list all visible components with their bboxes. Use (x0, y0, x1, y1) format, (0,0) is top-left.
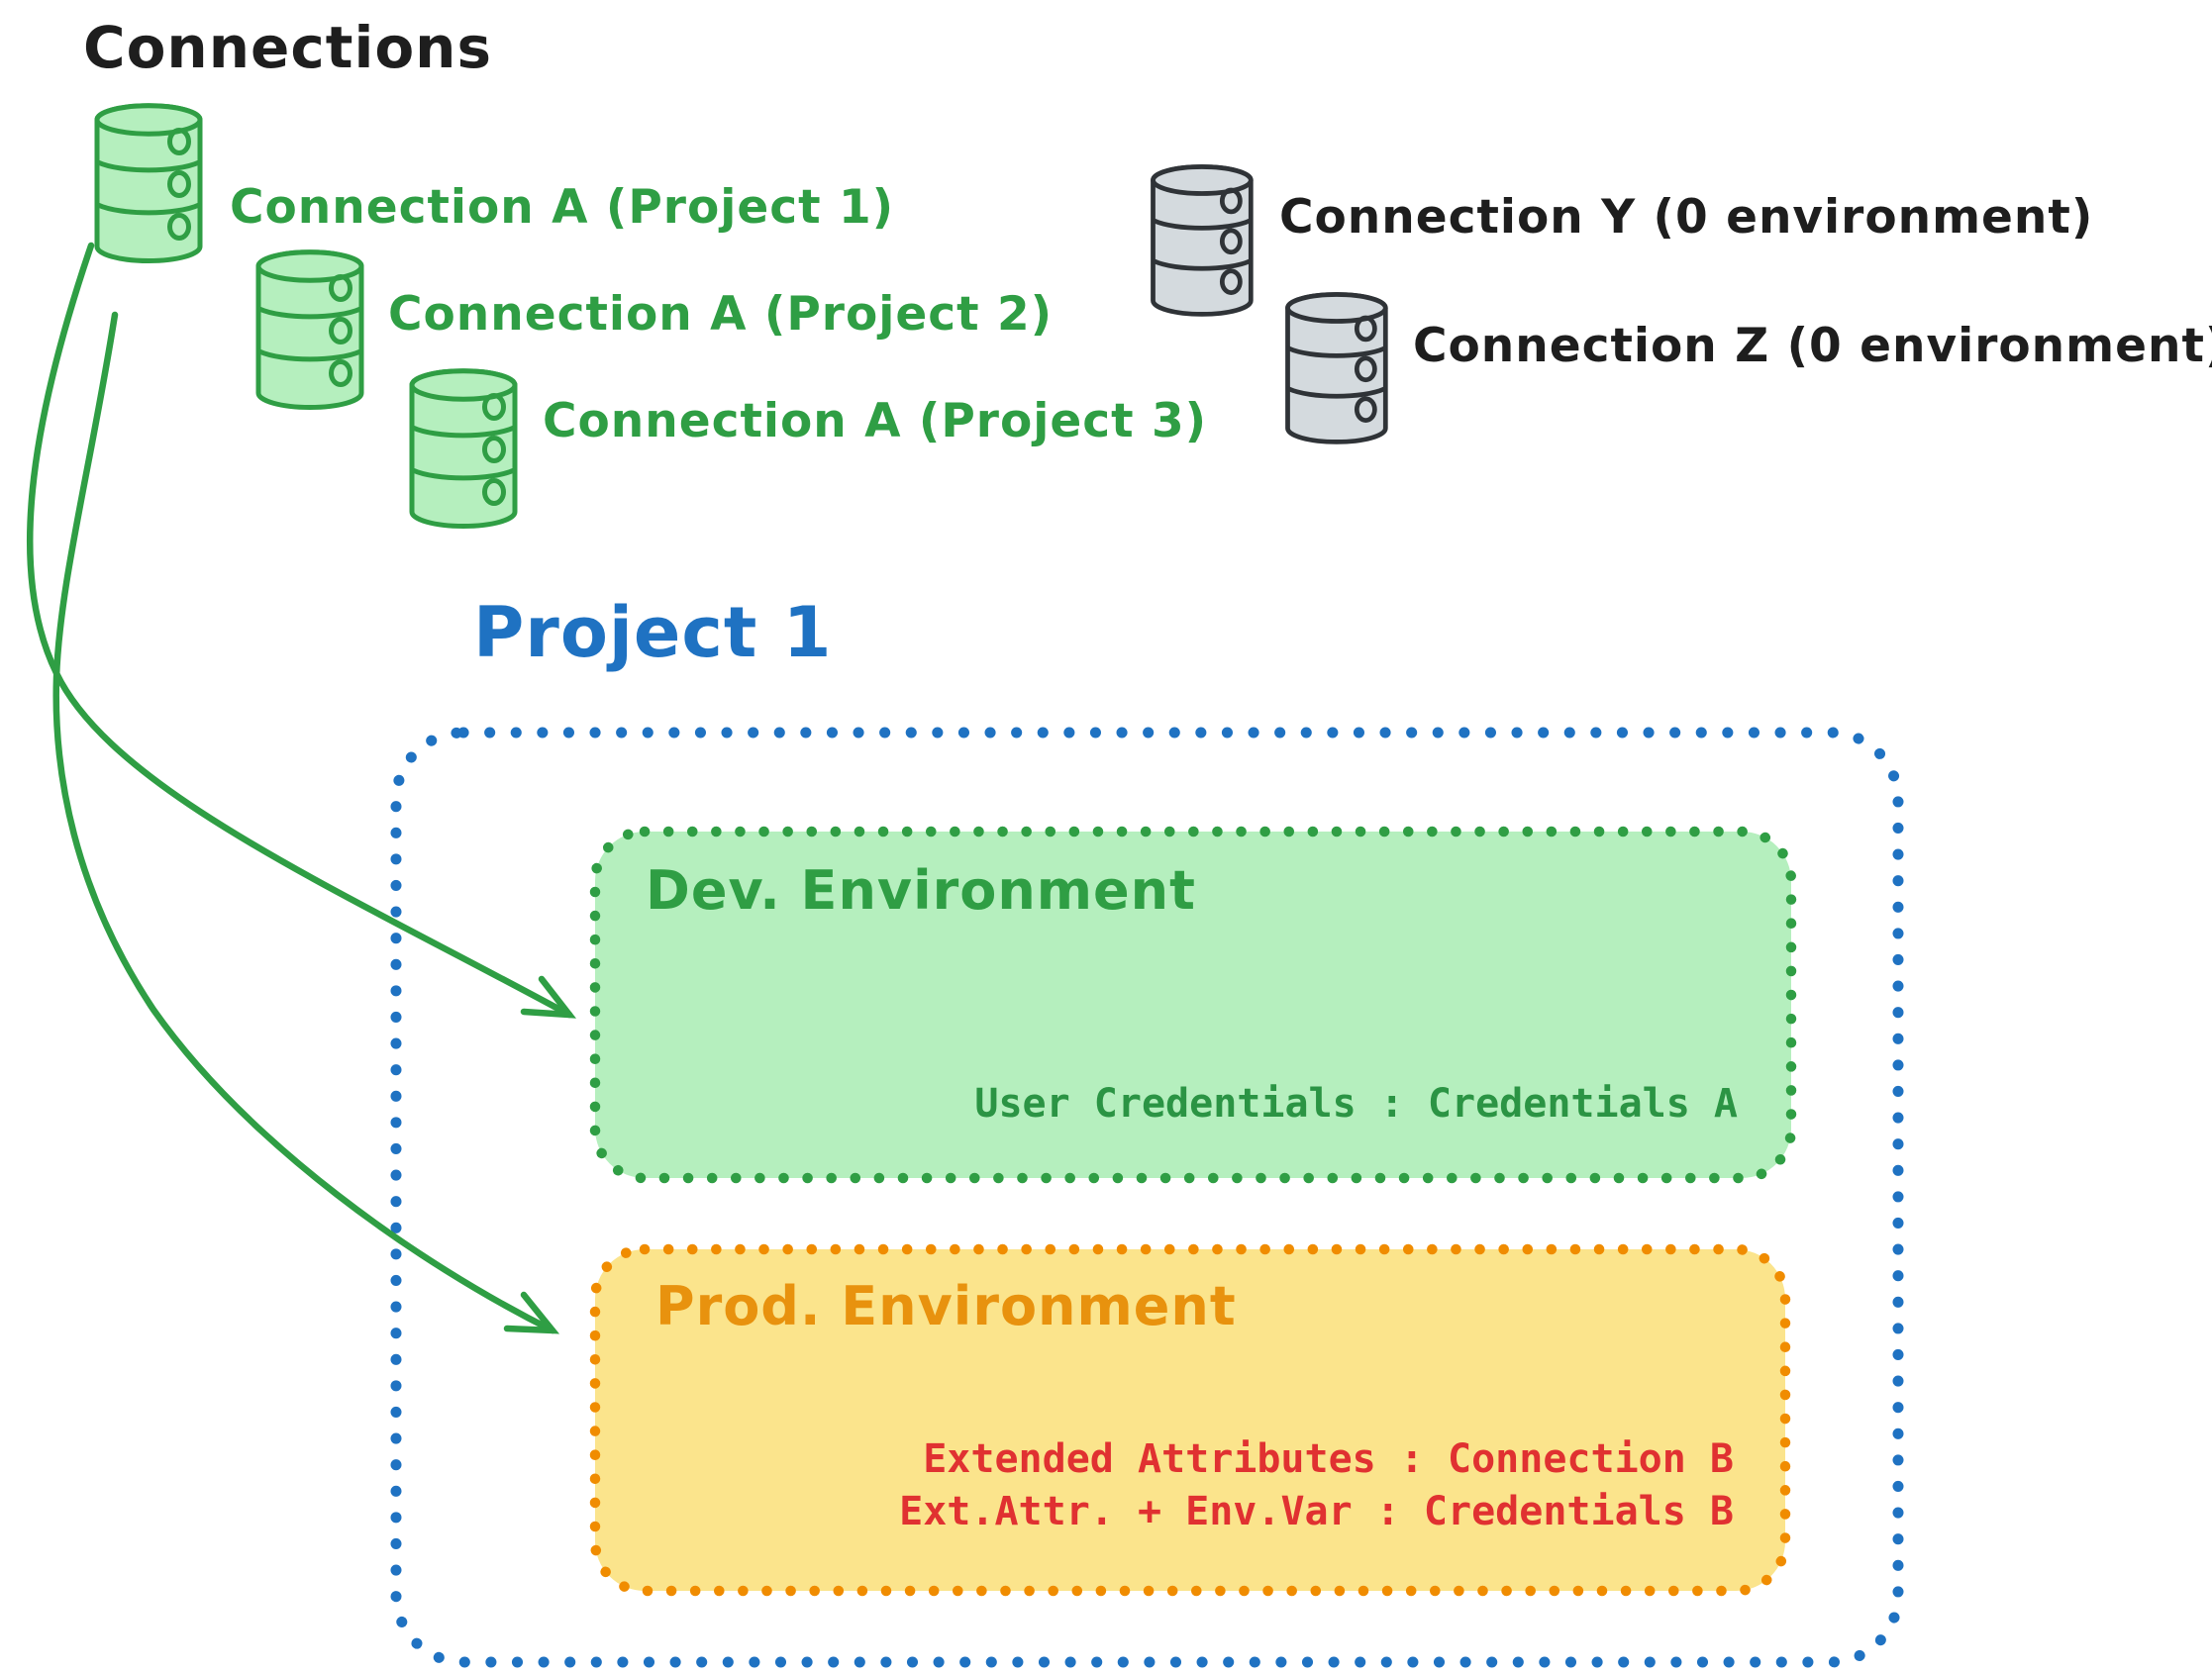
database-icon-connection-a-project2 (258, 251, 361, 408)
prod-mappings: Extended Attributes : Connection B Ext.A… (594, 1433, 1785, 1538)
connection-a-project2-label: Connection A (Project 2) (388, 287, 1054, 342)
database-icon-connection-a-project3 (412, 370, 515, 527)
project1-container-box (390, 727, 1904, 1668)
prod-mapping-env-var: Ext.Attr. + Env.Var : Credentials B (899, 1489, 1734, 1534)
prod-environment-box (589, 1243, 1791, 1597)
connection-a-project3-label: Connection A (Project 3) (543, 394, 1208, 448)
diagram-title: Connections (83, 14, 492, 81)
arrow-connection-a-to-prod (52, 311, 560, 1334)
database-icon-connection-a-project1 (97, 105, 200, 261)
dev-environment-box (589, 826, 1797, 1184)
arrow-connection-a-to-dev (26, 242, 577, 1019)
prod-environment-title: Prod. Environment (655, 1275, 1237, 1337)
dev-credentials-mapping: User Credentials : Credentials A (974, 1081, 1738, 1127)
connection-y-label: Connection Y (0 environment) (1279, 190, 2094, 245)
project1-title: Project 1 (473, 592, 833, 673)
connection-a-project1-label: Connection A (Project 1) (230, 180, 895, 235)
connection-z-label: Connection Z (0 environment) (1413, 319, 2212, 373)
prod-mapping-extended-attributes: Extended Attributes : Connection B (923, 1436, 1734, 1482)
database-icon-connection-y (1153, 166, 1252, 315)
dev-environment-title: Dev. Environment (646, 859, 1196, 922)
database-icon-connection-z (1287, 294, 1386, 443)
